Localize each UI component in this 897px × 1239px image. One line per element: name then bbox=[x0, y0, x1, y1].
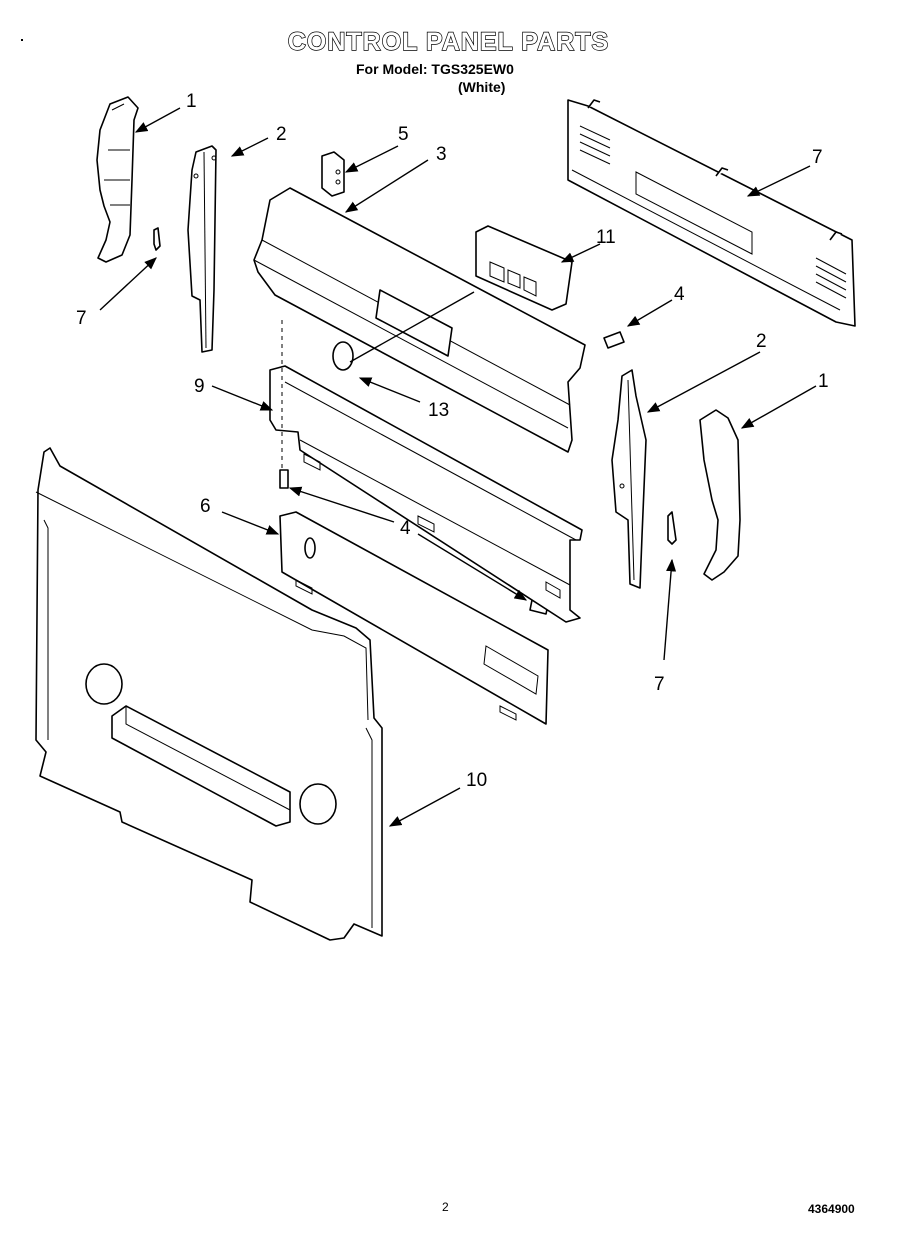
callout-6: 6 bbox=[200, 496, 211, 517]
part-2-right-bracket bbox=[611, 369, 647, 589]
part-5-bracket bbox=[321, 151, 345, 197]
callout-8: 7 bbox=[812, 147, 823, 168]
part-7-left-clip bbox=[153, 227, 161, 251]
leader-arrows bbox=[99, 107, 817, 827]
callout-1-left: 1 bbox=[186, 91, 197, 112]
page-number: 2 bbox=[442, 1200, 449, 1214]
part-11-overlay bbox=[475, 225, 573, 311]
part-1-left-end-cap bbox=[96, 96, 139, 263]
model-label: For Model: TGS325EW0 bbox=[356, 61, 514, 77]
callout-1-right: 1 bbox=[818, 371, 829, 392]
part-10-manifold-panel bbox=[35, 447, 383, 941]
callout-10: 10 bbox=[466, 770, 487, 791]
part-6-panel bbox=[279, 511, 549, 725]
callout-11: 11 bbox=[596, 227, 616, 248]
scan-speck bbox=[21, 39, 23, 41]
part-7-right-clip bbox=[667, 511, 677, 545]
callout-13: 13 bbox=[428, 400, 449, 421]
document-code: 4364900 bbox=[808, 1202, 855, 1216]
callout-7-left: 7 bbox=[76, 308, 87, 329]
callout-labels: 1 2 3 5 7 11 4 2 1 7 9 13 6 4 7 10 bbox=[76, 91, 829, 791]
part-2-left-bracket bbox=[187, 145, 217, 353]
callout-7-right: 7 bbox=[654, 674, 665, 695]
callout-5: 5 bbox=[398, 124, 409, 145]
callout-4-right: 4 bbox=[674, 284, 685, 305]
part-3-control-panel bbox=[253, 187, 586, 453]
part-9-bracket bbox=[269, 365, 583, 623]
callout-4-center: 4 bbox=[400, 518, 411, 539]
callout-3: 3 bbox=[436, 144, 447, 165]
callout-9: 9 bbox=[194, 376, 205, 397]
callout-2-left: 2 bbox=[276, 124, 287, 145]
callout-2-right: 2 bbox=[756, 331, 767, 352]
part-8-rear-shield bbox=[567, 99, 856, 327]
part-1-right-end-cap bbox=[699, 409, 741, 581]
page-title: CONTROL PANEL PARTS bbox=[287, 27, 610, 56]
color-label: (White) bbox=[458, 79, 506, 95]
